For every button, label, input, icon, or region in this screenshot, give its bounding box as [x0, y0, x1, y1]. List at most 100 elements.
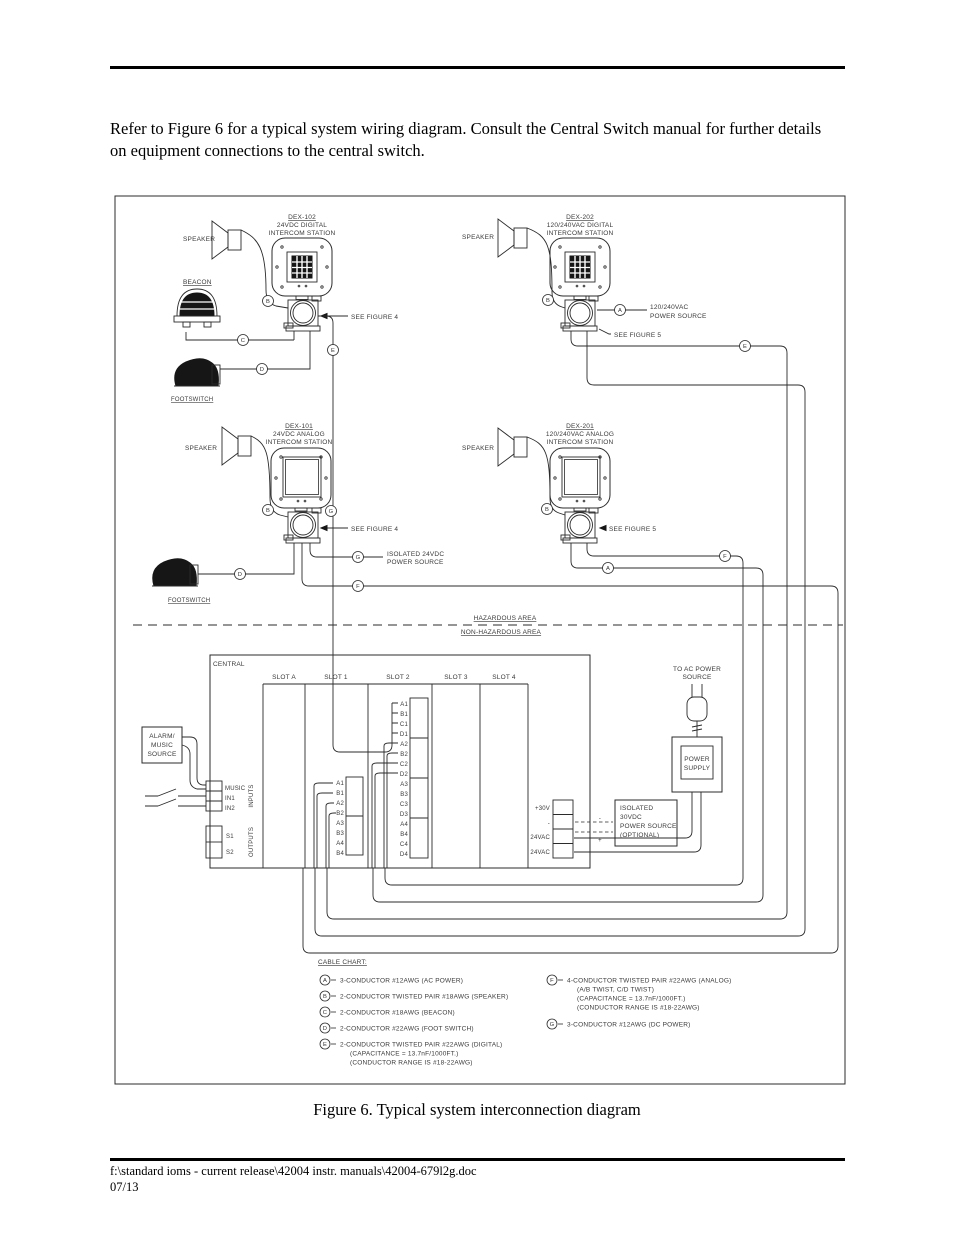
intercom-station-glyph	[549, 447, 611, 512]
svg-text:C4: C4	[400, 842, 409, 848]
intro-paragraph: Refer to Figure 6 for a typical system w…	[110, 119, 822, 161]
footer-path: f:\standard ioms - current release\42004…	[110, 1164, 477, 1178]
svg-text:G: G	[550, 1022, 555, 1028]
see-figure-5-label: SEE FIGURE 5	[614, 332, 661, 339]
svg-text:SEE FIGURE 4: SEE FIGURE 4	[351, 526, 398, 533]
svg-text:B1: B1	[336, 791, 344, 797]
svg-text:A2: A2	[400, 742, 408, 748]
svg-text:B4: B4	[336, 851, 344, 857]
hazardous-area-label: HAZARDOUS AREA	[474, 615, 537, 622]
station-dex-202: DEX-202 120/240VAC DIGITAL INTERCOM STAT…	[462, 214, 707, 339]
svg-text:B1: B1	[400, 712, 408, 718]
slot-3-label: SLOT 3	[444, 674, 468, 681]
svg-text:E: E	[743, 344, 747, 350]
svg-text:(CAPACITANCE = 13.7nF/1000FT.): (CAPACITANCE = 13.7nF/1000FT.)	[577, 996, 686, 1003]
cable-chart: CABLE CHART: A 3-CONDUCTOR #12AWG (AC PO…	[318, 959, 732, 1067]
svg-text:B3: B3	[400, 792, 408, 798]
svg-text:24VDC DIGITAL: 24VDC DIGITAL	[277, 222, 327, 229]
svg-text:INTERCOM STATION: INTERCOM STATION	[547, 230, 614, 237]
junction-box-glyph	[283, 507, 322, 544]
svg-text:-: -	[548, 821, 550, 827]
non-hazardous-area-label: NON-HAZARDOUS AREA	[461, 629, 542, 636]
footer-rule	[110, 1158, 845, 1161]
ac-source-label: 120/240VAC	[650, 304, 688, 311]
svg-text:POWER SOURCE: POWER SOURCE	[387, 559, 444, 566]
svg-text:SEE FIGURE 5: SEE FIGURE 5	[609, 526, 656, 533]
svg-text:G: G	[356, 555, 361, 561]
svg-text:G: G	[329, 509, 334, 515]
svg-text:D: D	[238, 572, 242, 578]
svg-text:(CONDUCTOR RANGE IS #18-22AWG): (CONDUCTOR RANGE IS #18-22AWG)	[350, 1060, 473, 1067]
svg-text:B: B	[545, 507, 549, 513]
station-dex-101: DEX-101 24VDC ANALOG INTERCOM STATION SP…	[151, 423, 444, 604]
svg-text:F: F	[550, 978, 554, 984]
svg-text:24VAC: 24VAC	[530, 835, 550, 841]
svg-text:A: A	[606, 566, 610, 572]
central-label: CENTRAL	[213, 661, 245, 668]
svg-text:SOURCE: SOURCE	[147, 751, 176, 758]
footer-date: 07/13	[110, 1180, 139, 1195]
outputs-label: OUTPUTS	[249, 827, 255, 857]
svg-text:SPEAKER: SPEAKER	[185, 445, 217, 452]
speaker-icon	[497, 218, 528, 258]
svg-text:-: -	[599, 816, 601, 822]
footswitch-icon	[151, 558, 199, 587]
speaker-icon	[221, 426, 252, 466]
cable-tags: B C D E B A E B G G D F B F A	[234, 294, 751, 592]
svg-text:A4: A4	[336, 841, 344, 847]
svg-text:+: +	[598, 838, 602, 844]
svg-text:30VDC: 30VDC	[620, 814, 642, 821]
svg-text:B3: B3	[336, 831, 344, 837]
see-figure-4-label: SEE FIGURE 4	[351, 314, 398, 321]
isolated-30vdc-source: ISOLATED 30VDC POWER SOURCE (OPTIONAL) -…	[575, 799, 678, 847]
svg-text:FOOTSWITCH: FOOTSWITCH	[168, 598, 210, 604]
svg-text:MUSIC: MUSIC	[151, 742, 173, 749]
svg-text:POWER SOURCE: POWER SOURCE	[620, 823, 677, 830]
junction-box-glyph	[283, 295, 322, 332]
svg-text:F: F	[356, 584, 360, 590]
svg-text:A1: A1	[336, 781, 344, 787]
svg-text:S2: S2	[226, 850, 234, 856]
to-ac-power-label: TO AC POWER	[673, 666, 721, 673]
svg-text:S1: S1	[226, 834, 234, 840]
svg-text:E: E	[323, 1042, 327, 1048]
top-rule	[110, 66, 845, 69]
svg-text:D: D	[260, 367, 264, 373]
speaker-icon	[497, 427, 528, 467]
svg-text:3-CONDUCTOR #12AWG (AC POWER): 3-CONDUCTOR #12AWG (AC POWER)	[340, 978, 463, 985]
svg-text:B: B	[546, 298, 550, 304]
svg-text:B: B	[266, 508, 270, 514]
hazardous-boundary: HAZARDOUS AREA NON-HAZARDOUS AREA	[133, 615, 843, 636]
svg-text:(OPTIONAL): (OPTIONAL)	[620, 832, 659, 839]
svg-text:IN2: IN2	[225, 806, 235, 812]
speaker-icon	[211, 220, 242, 260]
page-footer: f:\standard ioms - current release\42004…	[110, 1163, 850, 1196]
inputs-label: INPUTS	[249, 784, 255, 807]
svg-text:DEX-101: DEX-101	[285, 423, 313, 430]
central-switch: CENTRAL SLOT A SLOT 1 SLOT 2 SLOT 3 SLOT…	[205, 654, 591, 869]
speaker-label: SPEAKER	[183, 236, 215, 243]
slot-a-label: SLOT A	[272, 674, 296, 681]
power-supply-cluster: TO AC POWER SOURCE POWER SUPPLY	[574, 666, 723, 853]
footswitch-icon	[173, 358, 221, 387]
footswitch-label: FOOTSWITCH	[171, 397, 213, 403]
svg-text:2-CONDUCTOR TWISTED PAIR #22AW: 2-CONDUCTOR TWISTED PAIR #22AWG (DIGITAL…	[340, 1042, 502, 1049]
svg-text:24VAC: 24VAC	[530, 850, 550, 856]
junction-box-glyph	[560, 295, 599, 332]
intercom-station-glyph	[271, 237, 333, 301]
svg-text:ISOLATED: ISOLATED	[620, 805, 653, 812]
svg-text:+30V: +30V	[535, 806, 550, 812]
svg-text:A2: A2	[336, 801, 344, 807]
svg-text:IN1: IN1	[225, 796, 235, 802]
svg-text:4-CONDUCTOR TWISTED PAIR #22AW: 4-CONDUCTOR TWISTED PAIR #22AWG (ANALOG)	[567, 978, 732, 985]
svg-text:C1: C1	[400, 722, 409, 728]
svg-text:(CONDUCTOR RANGE IS #18-22AWG): (CONDUCTOR RANGE IS #18-22AWG)	[577, 1005, 700, 1012]
svg-text:POWER SOURCE: POWER SOURCE	[650, 313, 707, 320]
svg-text:3-CONDUCTOR #12AWG (DC POWER): 3-CONDUCTOR #12AWG (DC POWER)	[567, 1022, 691, 1029]
svg-text:C2: C2	[400, 762, 409, 768]
svg-text:120/240VAC DIGITAL: 120/240VAC DIGITAL	[547, 222, 614, 229]
svg-text:(CAPACITANCE = 13.7nF/1000FT.): (CAPACITANCE = 13.7nF/1000FT.)	[350, 1051, 459, 1058]
svg-text:SOURCE: SOURCE	[682, 674, 711, 681]
svg-text:SUPPLY: SUPPLY	[684, 765, 711, 772]
svg-text:SPEAKER: SPEAKER	[462, 445, 494, 452]
